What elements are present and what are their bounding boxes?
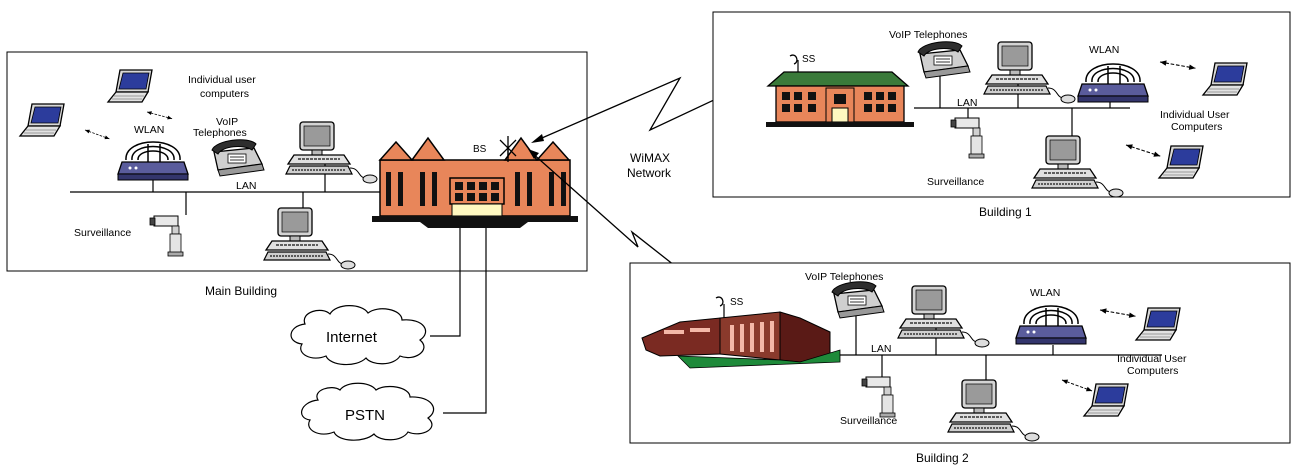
main-building-icon bbox=[372, 136, 578, 228]
voip-telephones-label: VoIP Telephones bbox=[889, 29, 967, 41]
computers-label: computers bbox=[200, 88, 249, 100]
individual-user-label: Individual User bbox=[1160, 109, 1230, 121]
building1-icon bbox=[766, 54, 914, 127]
internet-label: Internet bbox=[326, 329, 378, 346]
network-label: Network bbox=[627, 166, 672, 180]
wlan-label: WLAN bbox=[1030, 287, 1060, 299]
individual-user-label: Individual User bbox=[1117, 353, 1187, 365]
voip-telephones-label: VoIP Telephones bbox=[805, 271, 883, 283]
internet-cloud-icon bbox=[290, 305, 426, 366]
ss-label: SS bbox=[802, 54, 816, 65]
pstn-cloud-icon bbox=[301, 382, 434, 441]
wlan-label: WLAN bbox=[134, 124, 164, 136]
ss-label: SS bbox=[730, 297, 744, 308]
lan-label: LAN bbox=[957, 97, 977, 109]
computers-label: Computers bbox=[1127, 365, 1178, 377]
main-building-caption: Main Building bbox=[205, 284, 277, 298]
bs-label: BS bbox=[473, 144, 487, 155]
building2-caption: Building 2 bbox=[916, 451, 969, 465]
surveillance-label: Surveillance bbox=[74, 227, 131, 239]
individual-user-label: Individual user bbox=[188, 74, 256, 86]
surveillance-label: Surveillance bbox=[927, 176, 984, 188]
building2-icon bbox=[641, 296, 841, 369]
pstn-label: PSTN bbox=[345, 407, 385, 424]
lan-label: LAN bbox=[236, 180, 256, 192]
telephones-label: Telephones bbox=[193, 127, 247, 139]
computers-label: Computers bbox=[1171, 121, 1222, 133]
lan-label: LAN bbox=[871, 343, 891, 355]
voip-label: VoIP bbox=[216, 116, 238, 128]
wimax-label: WiMAX bbox=[630, 151, 670, 165]
surveillance-label: Surveillance bbox=[840, 415, 897, 427]
wlan-label: WLAN bbox=[1089, 44, 1119, 56]
building1-caption: Building 1 bbox=[979, 205, 1032, 219]
